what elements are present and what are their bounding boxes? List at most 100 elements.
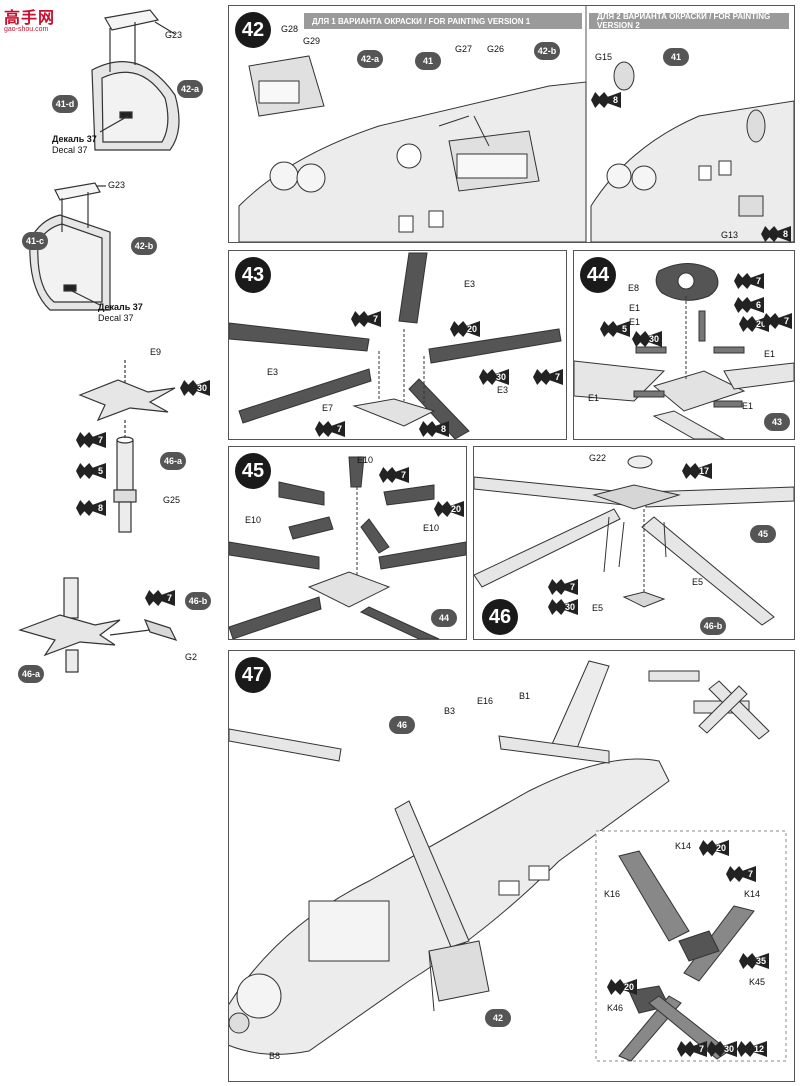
color-callout-7-s47-b: 7 [677, 1041, 707, 1057]
ref-41-left: 41 [415, 52, 441, 70]
label-k16: K16 [604, 889, 621, 899]
step-42-drawing [238, 6, 794, 242]
label-b3: B3 [444, 706, 456, 716]
ref-46b-step46: 46-b [700, 617, 726, 635]
ref-45: 45 [750, 525, 776, 543]
label-e3-left: E3 [267, 367, 279, 377]
color-callout-7-s45: 7 [379, 467, 409, 483]
color-callout-35-s47: 35 [739, 953, 769, 969]
color-callout-12-s47: 12 [737, 1041, 767, 1057]
step-45-number: 45 [235, 453, 271, 489]
label-e9: E9 [150, 347, 162, 357]
ref-41c: 41-c [22, 232, 48, 250]
step-44-panel: 44 E8 E1 E1 E1 E1 E1 7 6 5 30 20 7 43 [573, 250, 795, 440]
label-e7: E7 [322, 403, 334, 413]
label-e10-top: E10 [357, 455, 374, 465]
step-44-number: 44 [580, 257, 616, 293]
label-g23-b: G23 [108, 180, 126, 190]
step-47-panel: 47 46 B3 E16 B1 42 B8 K14 20 7 K14 K16 3… [228, 650, 795, 1082]
color-callout-7-s44-b: 7 [762, 313, 792, 329]
color-callout-8-step42-b: 8 [761, 226, 791, 242]
painting-version-1-bar: ДЛЯ 1 ВАРИАНТА ОКРАСКИ / FOR PAINTING VE… [304, 13, 582, 29]
step-42-panel: 42 ДЛЯ 1 ВАРИАНТА ОКРАСКИ / FOR PAINTING… [228, 5, 795, 243]
label-g2: G2 [185, 652, 198, 662]
decal-37-ru-a: Декаль 37 [52, 134, 97, 144]
label-b8: B8 [269, 1051, 281, 1061]
label-g25: G25 [163, 495, 181, 505]
color-callout-30: 30 [180, 380, 210, 396]
label-b1: B1 [519, 691, 531, 701]
label-g13: G13 [721, 230, 739, 240]
label-k14-top: K14 [675, 841, 692, 851]
step-45-panel: 45 E10 E10 E10 7 20 44 [228, 446, 467, 640]
painting-version-2-bar: ДЛЯ 2 ВАРИАНТА ОКРАСКИ / FOR PAINTING VE… [589, 12, 789, 30]
label-k14-right: K14 [744, 889, 761, 899]
color-callout-7-s43-c: 7 [315, 421, 345, 437]
step-43-drawing [229, 252, 562, 439]
label-k46: K46 [607, 1003, 624, 1013]
step-42-number: 42 [235, 12, 271, 48]
ref-44: 44 [431, 609, 457, 627]
label-g28: G28 [281, 24, 299, 34]
color-callout-20-s47-a: 20 [699, 840, 729, 856]
ref-42b: 42-b [131, 237, 157, 255]
label-e3-top: E3 [464, 279, 476, 289]
ref-42-step47: 42 [485, 1009, 511, 1027]
color-callout-7-s47-a: 7 [726, 866, 756, 882]
hub-46b-drawing [18, 577, 178, 673]
color-callout-30-s43: 30 [479, 369, 509, 385]
color-callout-30-s46: 30 [548, 599, 578, 615]
step-46-panel: G22 17 45 E5 E5 7 30 46 46-b [473, 446, 795, 640]
color-callout-7-b: 7 [145, 590, 175, 606]
label-e1-b: E1 [629, 317, 641, 327]
label-e1-a: E1 [629, 303, 641, 313]
label-e5-right: E5 [692, 577, 704, 587]
step-46-drawing [474, 455, 794, 626]
ref-41d: 41-d [52, 95, 78, 113]
color-callout-20-s45: 20 [434, 501, 464, 517]
decal-37-ru-b: Декаль 37 [98, 302, 143, 312]
label-e8: E8 [628, 283, 640, 293]
ref-41-right: 41 [663, 48, 689, 66]
step-47-number: 47 [235, 657, 271, 693]
step-43-number: 43 [235, 257, 271, 293]
color-callout-8-s43: 8 [419, 421, 449, 437]
color-callout-5: 5 [76, 463, 106, 479]
label-e10-right: E10 [423, 523, 440, 533]
label-e10-left: E10 [245, 515, 262, 525]
label-e1-e: E1 [742, 401, 754, 411]
color-callout-7-s43-b: 7 [533, 369, 563, 385]
label-g27: G27 [455, 44, 473, 54]
ref-46a: 46-a [160, 452, 186, 470]
color-callout-17-s46: 17 [682, 463, 712, 479]
step-47-fuselage-drawing [229, 660, 787, 1062]
color-callout-20-s47-b: 20 [607, 979, 637, 995]
left-column-drawings [18, 9, 180, 673]
color-callout-8: 8 [76, 500, 106, 516]
ref-42b-step42: 42-b [534, 42, 560, 60]
label-g26: G26 [487, 44, 505, 54]
step-43-panel: 43 E3 E3 E3 E7 7 20 30 7 7 8 [228, 250, 567, 440]
step-44-drawing [574, 263, 794, 439]
watermark-main-text: 高手网 [4, 8, 56, 27]
label-g29: G29 [303, 36, 321, 46]
label-e1-d: E1 [588, 393, 600, 403]
color-callout-7-s46: 7 [548, 579, 578, 595]
color-callout-7: 7 [76, 432, 106, 448]
watermark-sub-text: gao-shou.com [4, 26, 49, 33]
decal-37-en-b: Decal 37 [98, 313, 134, 323]
ref-46a-b: 46-a [18, 665, 44, 683]
color-callout-20-s44: 20 [739, 316, 769, 332]
label-g22: G22 [589, 453, 607, 463]
step-45-drawing [229, 456, 466, 639]
label-e3-right: E3 [497, 385, 509, 395]
color-callout-20-s43: 20 [450, 321, 480, 337]
ref-43: 43 [764, 413, 790, 431]
ref-42a-step42: 42-a [357, 50, 383, 68]
label-e5-left: E5 [592, 603, 604, 613]
ref-46b: 46-b [185, 592, 211, 610]
armor-panel-41c-drawing [29, 182, 111, 311]
color-callout-8-step42-a: 8 [591, 92, 621, 108]
label-k45: K45 [749, 977, 766, 987]
color-callout-30-s44: 30 [632, 331, 662, 347]
